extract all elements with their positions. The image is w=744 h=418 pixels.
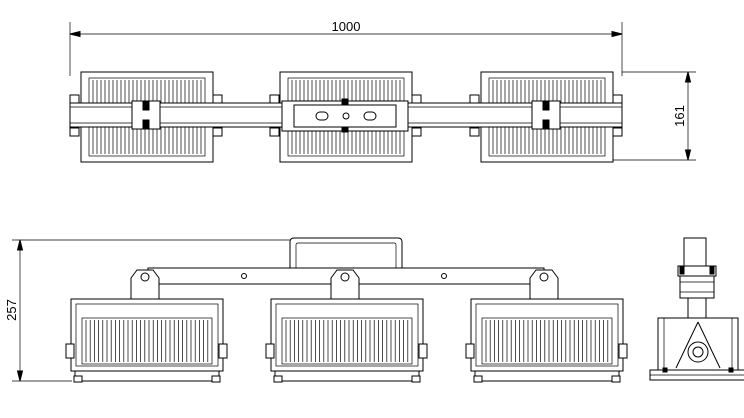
lug: [69, 94, 80, 104]
lug: [469, 94, 480, 104]
top-handle: [289, 237, 403, 268]
lug: [212, 94, 223, 104]
front-view: 257: [4, 237, 628, 383]
lug: [269, 127, 280, 137]
lug: [212, 127, 223, 137]
fixture-front: [465, 298, 628, 383]
width-dimension: 1000: [69, 19, 623, 76]
front-height-dimension-label: 257: [4, 299, 19, 321]
front-height-dimension: 257: [4, 239, 290, 382]
yoke: [130, 269, 160, 301]
lug: [612, 94, 623, 104]
lug: [469, 127, 480, 137]
fixture-front: [265, 298, 428, 383]
top-height-dimension: 161: [610, 71, 696, 161]
center-bracket-top: [281, 98, 409, 133]
yoke: [330, 269, 360, 301]
lug: [612, 127, 623, 137]
side-view: [649, 237, 744, 381]
yoke: [529, 269, 559, 301]
lug: [411, 94, 422, 104]
top-height-dimension-label: 161: [672, 105, 687, 127]
width-dimension-label: 1000: [332, 19, 361, 34]
fixture-front: [65, 298, 228, 383]
lug: [411, 127, 422, 137]
top-view: 1000 161: [69, 19, 696, 163]
lug: [69, 127, 80, 137]
lug: [269, 94, 280, 104]
